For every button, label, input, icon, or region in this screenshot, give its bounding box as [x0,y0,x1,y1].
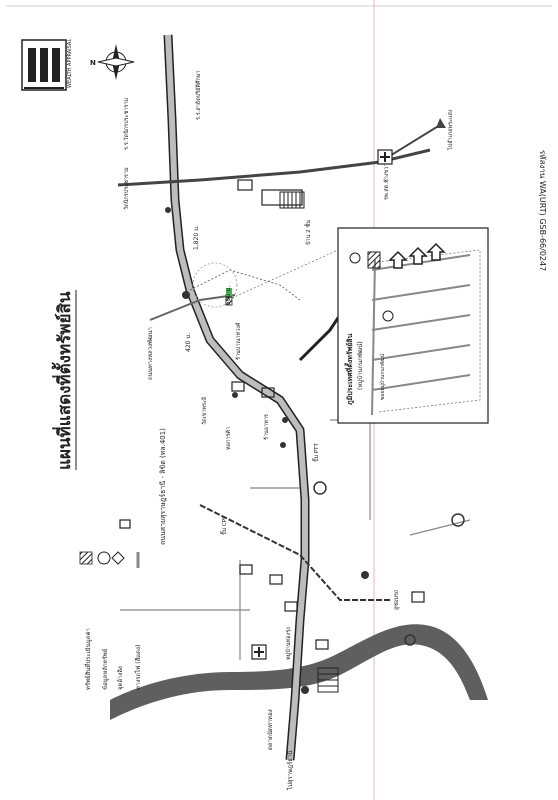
legend-circle-icon [97,551,111,565]
label-school-2: ร.ร.สาธิตปริยัติศึกษา [195,70,202,120]
label-to-phrasaeng: ไปอำเภอพระแสง [447,109,454,151]
label-temple-1: วัดนิกรประชาราม [123,167,130,210]
label-health-center: รพ.สต.ช้างขวา [383,164,390,200]
property-marker-green [226,288,232,298]
compass-n: N [90,59,96,67]
legend-item-1: ทรัพย์สินที่ประเมินมูลค่า [84,628,92,690]
legend-item-4: ทางรถไฟ (สีแดง) [134,645,142,690]
document-code: รหัสงาน WA(URT) GSB-66/0247 [538,150,547,271]
railway [199,504,390,601]
inset-leader [231,249,339,299]
page-title: แผนที่แสดงที่ตั้งทรัพย์สิน [51,291,75,470]
legend-hatched-icon [79,551,93,565]
map-labels: ถนนสายสุราษฎร์ธานี - ลิขิต (ทล.401) ถนนท… [123,70,454,791]
label-school-1: ร.ร.วัดนิกรประชาราม [123,98,130,150]
legend-item-2: ข้อมูลหลักทรัพย์ [101,649,109,690]
inset-property [367,251,381,269]
north-compass: N [90,44,135,80]
property-marker [225,296,233,306]
label-to-surat: ไปสุราษฎร์ธานี [286,751,294,791]
school-block [279,191,305,209]
label-house: บ้าน 2 ชั้น [304,220,312,245]
inset-map: ภูมิประเทศที่ตั้งทรัพย์สิน (หมู่บ้านกนกพ… [337,227,489,424]
road-label-highway: ถนนสายสุราษฎร์ธานี - ลิขิต (ทล.401) [159,428,167,545]
minor-road-5 [409,519,471,536]
label-market: ตลาดนัดท่าทอง [267,709,274,750]
inset-subtitle: (หมู่บ้านกนกพัฒน์) [356,341,364,390]
arrow-phrasaeng [436,118,446,128]
legend: ทรัพย์สินที่ประเมินมูลค่า ข้อมูลหลักทรัพ… [79,551,142,690]
label-village: หมู่บ้านทองรุ่ง [285,627,292,660]
radius-circle [192,262,238,308]
highway-fill [165,34,308,761]
label-chamber: หอการค้า [225,427,232,450]
dotted-path [189,269,301,301]
label-shop-1: ร้านปาณาทวงศ์ [235,322,242,360]
road-label-side: ถนนทางหลวงพัฒนา [147,327,154,380]
poi-icons [165,207,465,694]
label-restaurant: ร้านอาหาร [263,414,270,440]
cross-road-top [117,148,431,187]
label-cpi: ปั๊ม CPI [220,517,228,535]
distance-1: 1,820 ม. [193,225,200,250]
legend-pointer-icon [111,551,125,565]
market-block [317,667,339,693]
hospital-icons [251,149,393,660]
distance-2: 500 ม. [225,286,232,305]
label-garage: อู่ซ่อมรถ [393,590,400,610]
building-symbols [119,179,425,650]
logo-text: WEALTH APPRAISAL [67,39,73,88]
label-temple-2: วัดเขาพระอิ [201,397,208,425]
label-ptt: ปั๊ม PTT [312,443,320,462]
distance-3: 420 ม. [185,333,192,352]
inset-road-label: ซอยหมู่บ้านกนกพัฒน์ [379,353,386,400]
company-logo: WEALTH APPRAISAL [21,39,73,91]
side-road [149,294,236,321]
legend-item-3: จุดอ้างอิง [117,666,124,690]
inset-title: ภูมิประเทศที่ตั้งทรัพย์สิน [343,333,355,405]
minor-road-3 [330,419,371,520]
